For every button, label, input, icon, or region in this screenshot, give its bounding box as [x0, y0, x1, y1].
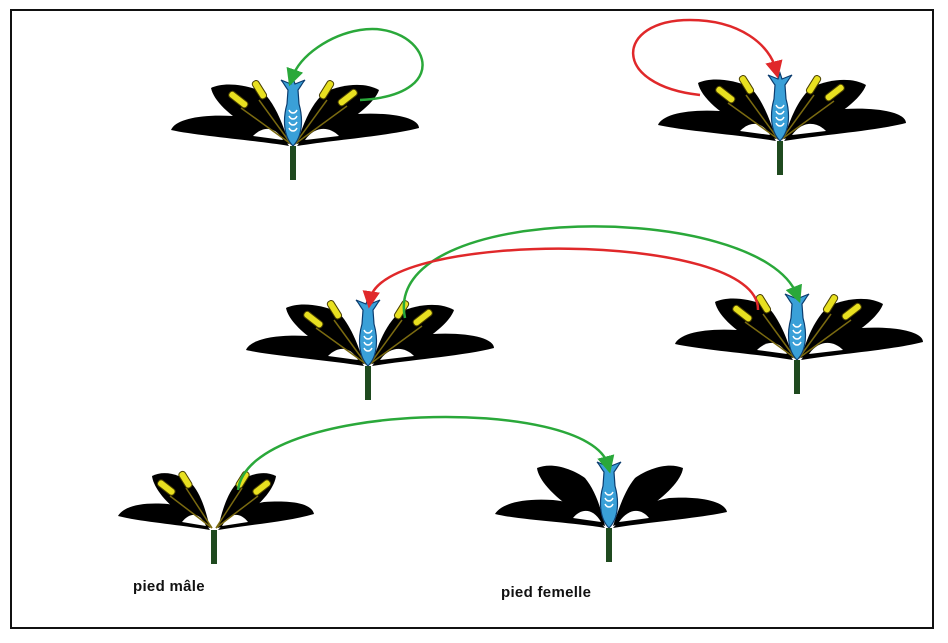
female-plant-label: pied femelle — [501, 584, 592, 601]
flower-male — [117, 469, 315, 565]
flower-row2-right — [674, 291, 924, 395]
arrow-green-male-to-female — [236, 415, 615, 491]
flower-row1-right — [657, 72, 907, 176]
arrow-green-cross-row2 — [402, 225, 802, 319]
flower-female — [494, 459, 728, 563]
flower-row1-left — [170, 77, 420, 181]
arrow-red-cross-row2 — [362, 247, 760, 311]
flower-row2-left — [245, 297, 495, 401]
male-plant-label: pied mâle — [133, 578, 205, 595]
arrow-green-self-row1 — [286, 27, 424, 102]
arrow-red-self-row1 — [631, 18, 783, 97]
